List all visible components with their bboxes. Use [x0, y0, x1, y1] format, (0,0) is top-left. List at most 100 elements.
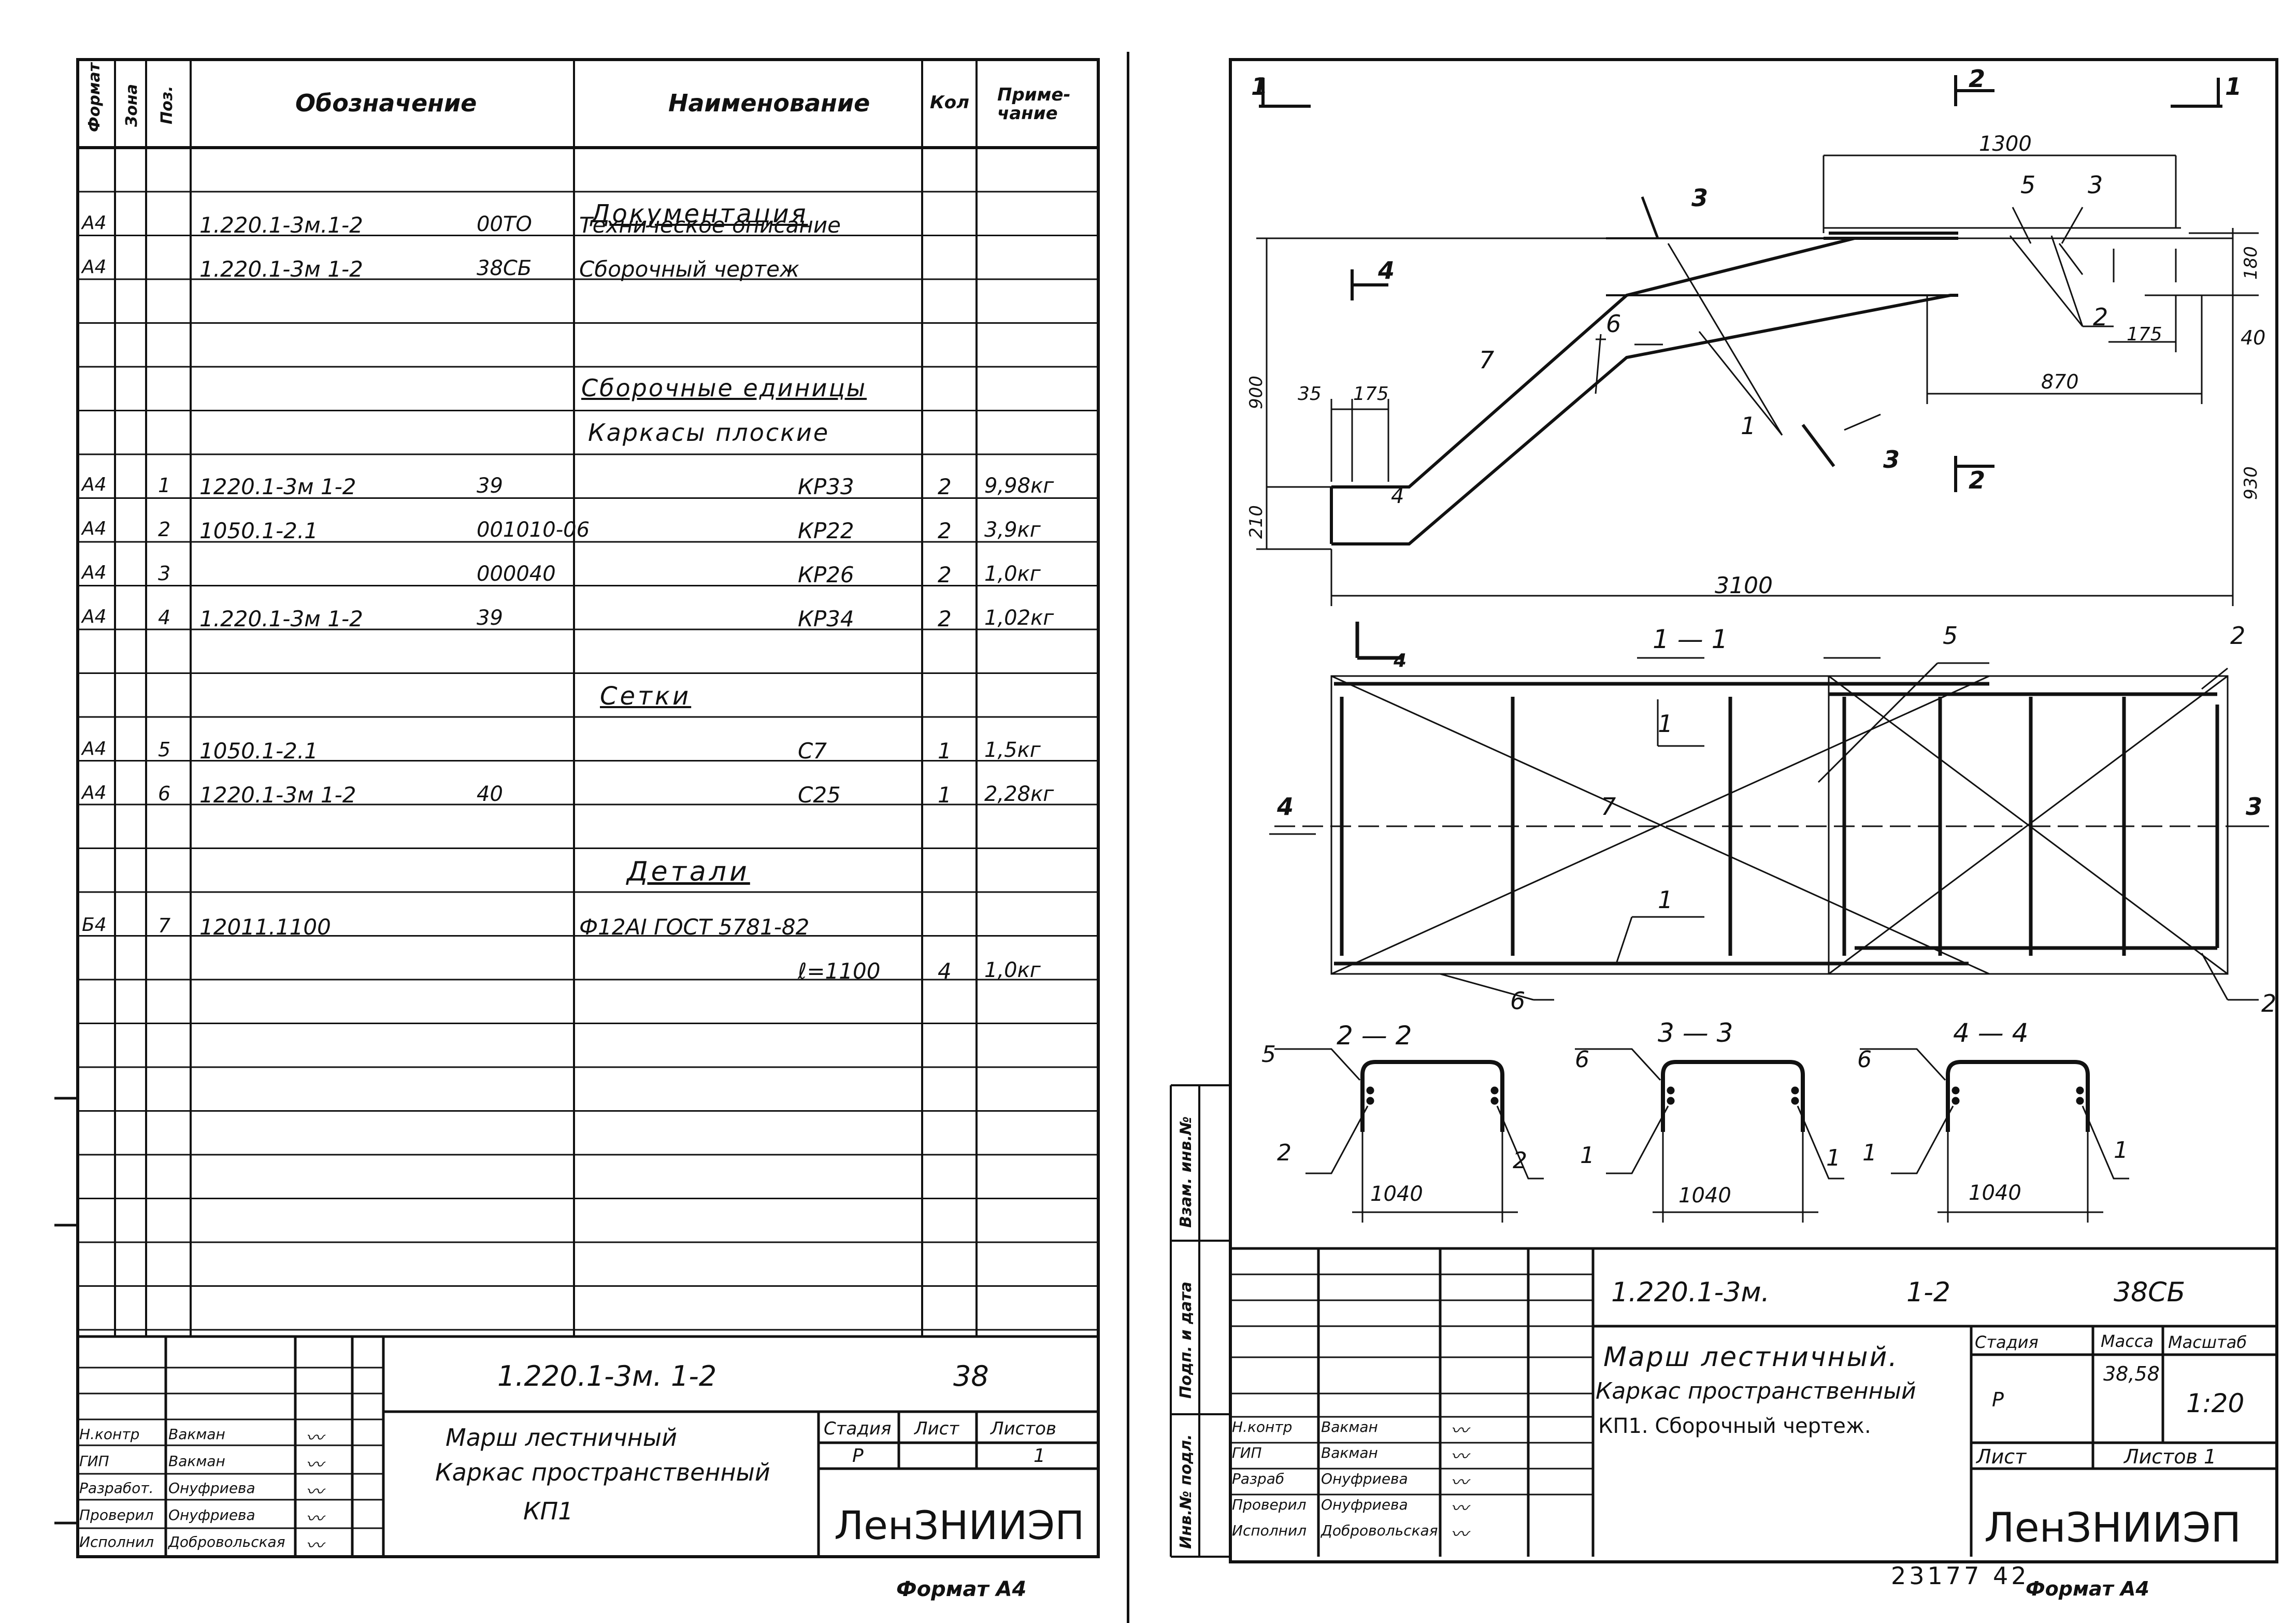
- mark-s4-left: 4: [1277, 793, 1294, 821]
- row-designation: 1.220.1-3м 1-2: [199, 606, 363, 631]
- signature-mark: 〰: [306, 1482, 323, 1502]
- drw-title-line3: КП1. Сборочный чертеж.: [1598, 1414, 1871, 1438]
- row-designation: 1.220.1-3м 1-2: [199, 256, 363, 282]
- role-label: Проверил: [1232, 1496, 1307, 1513]
- row-qty: 2: [938, 606, 952, 631]
- drw-mass-label: Масса: [2101, 1331, 2154, 1351]
- row-name: Ф12АI ГОСТ 5781-82: [579, 914, 810, 940]
- row-format: А4: [82, 562, 107, 583]
- row-note: 1,02кг: [984, 606, 1054, 630]
- dim-40: 40: [2241, 326, 2266, 349]
- drw-sheet-label: Лист: [1976, 1445, 2027, 1468]
- dim-1040-a: 1040: [1370, 1182, 1423, 1206]
- role-label: Разраб: [1232, 1470, 1285, 1487]
- header-designation: Обозначение: [295, 89, 477, 117]
- dim-930: 930: [2241, 466, 2261, 500]
- header-format: Формат: [85, 63, 104, 132]
- signature-mark: 〰: [306, 1535, 323, 1556]
- rebar-dot: [2076, 1086, 2084, 1095]
- role-person: Вакман: [168, 1453, 225, 1470]
- drw-doc-num: 38СБ: [2114, 1277, 2186, 1308]
- row-pos: 2: [158, 518, 171, 541]
- row-designation: 1220.1-3м 1-2: [199, 474, 356, 499]
- leader: [1606, 1105, 1669, 1174]
- section-title-2-2: 2 — 2: [1337, 1021, 1412, 1051]
- mark-s2-bottom: 2: [1969, 466, 1986, 494]
- section-title-3-3: 3 — 3: [1658, 1018, 1733, 1048]
- side-stamp-sign-date: Подп. и дата: [1177, 1281, 1195, 1399]
- section-title-1-1: 1 — 1: [1653, 624, 1728, 654]
- section-title-4-4: 4 — 4: [1953, 1018, 2029, 1048]
- xs-c-callout-1-right: 1: [2114, 1137, 2128, 1164]
- row-designation: 1050.1-2.1: [199, 518, 318, 543]
- signature-mark: 〰: [306, 1455, 323, 1475]
- row-designation: 1220.1-3м 1-2: [199, 782, 356, 808]
- dim-900: 900: [1246, 376, 1267, 409]
- spec-sheets-label: Листов: [991, 1418, 1057, 1439]
- drw-org: ЛенЗНИИЭП: [1984, 1505, 2242, 1552]
- rebar-dot: [1366, 1097, 1374, 1105]
- row-format: А4: [82, 606, 107, 627]
- mark-s4-plan: 4: [1394, 650, 1407, 671]
- callout-6-elev: 6: [1606, 310, 1621, 338]
- row-designation: 1.220.1-3м.1-2: [199, 212, 363, 238]
- signature-mark: 〰: [306, 1509, 323, 1529]
- spec-sheet-label: Лист: [914, 1418, 959, 1439]
- signature-mark: 〰: [1451, 1446, 1468, 1467]
- role-person: Вакман: [1321, 1444, 1378, 1461]
- section-documentation: Документация: [591, 199, 808, 228]
- leader: [2082, 1105, 2129, 1180]
- signature-mark: 〰: [1451, 1498, 1468, 1519]
- leader: [1891, 1105, 1954, 1174]
- signature-mark: 〰: [1451, 1472, 1468, 1493]
- section-meshes: Сетки: [600, 682, 692, 711]
- drw-scale-label: Масштаб: [2168, 1332, 2247, 1352]
- header-zone: Зона: [123, 84, 141, 127]
- drw-stage: Р: [1992, 1388, 2004, 1411]
- role-label: Н.контр: [79, 1426, 140, 1443]
- drw-doc-sub: 1-2: [1906, 1277, 1950, 1308]
- signature-mark: 〰: [1451, 1420, 1468, 1441]
- role-label: ГИП: [1232, 1444, 1262, 1461]
- section-assembly-units: Сборочные единицы: [581, 374, 867, 402]
- row-code: 001010-06: [477, 518, 590, 542]
- leader: [1496, 1105, 1544, 1180]
- callout-7-elev: 7: [1479, 346, 1495, 374]
- mark-s2-top: 2: [1969, 65, 1986, 93]
- row-name: КР22: [798, 518, 854, 543]
- row-code: 39: [477, 474, 503, 498]
- row-pos: 7: [158, 914, 171, 937]
- callout-4-elev: 4: [1391, 484, 1404, 508]
- dim-1300: 1300: [1979, 132, 2032, 156]
- xs-a-callout-5: 5: [1261, 1041, 1276, 1068]
- role-label: Исполнил: [1232, 1522, 1307, 1539]
- row-format: А4: [82, 738, 107, 759]
- cross-section-profile: [1946, 1060, 2090, 1132]
- header-note: Приме- чание: [997, 84, 1071, 124]
- drawing-lines: [1170, 58, 2278, 1563]
- cross-section-profile: [1661, 1060, 1805, 1132]
- row-code: 40: [477, 782, 503, 806]
- row-note: 1,0кг: [984, 958, 1041, 982]
- row-designation: 12011.1100: [199, 914, 331, 940]
- drw-doc-code: 1.220.1-3м.: [1611, 1277, 1770, 1308]
- drw-scale: 1:20: [2186, 1388, 2245, 1418]
- row-qty: 2: [938, 474, 952, 499]
- row-note: 9,98кг: [984, 474, 1054, 498]
- callout-1-plan-top: 1: [1658, 710, 1673, 738]
- xs-a-callout-2-right: 2: [1513, 1147, 1527, 1174]
- spec-doc-num: 38: [953, 1360, 989, 1392]
- rebar-dot: [1366, 1086, 1374, 1095]
- drw-title-line1: Марш лестничный.: [1603, 1342, 1899, 1373]
- role-person: Онуфриева: [1321, 1470, 1408, 1487]
- row-format: А4: [82, 782, 107, 803]
- spec-title-line1: Марш лестничный: [446, 1424, 678, 1452]
- leader: [1797, 1105, 1844, 1180]
- rebar-dot: [2076, 1097, 2084, 1105]
- spec-stage-label: Стадия: [824, 1418, 892, 1439]
- row-name: Сборочный чертеж: [579, 256, 799, 282]
- row-format: А4: [82, 212, 107, 234]
- row-name: ℓ=1100: [798, 958, 881, 984]
- row-format: А4: [82, 518, 107, 539]
- header-name: Наименование: [668, 89, 870, 117]
